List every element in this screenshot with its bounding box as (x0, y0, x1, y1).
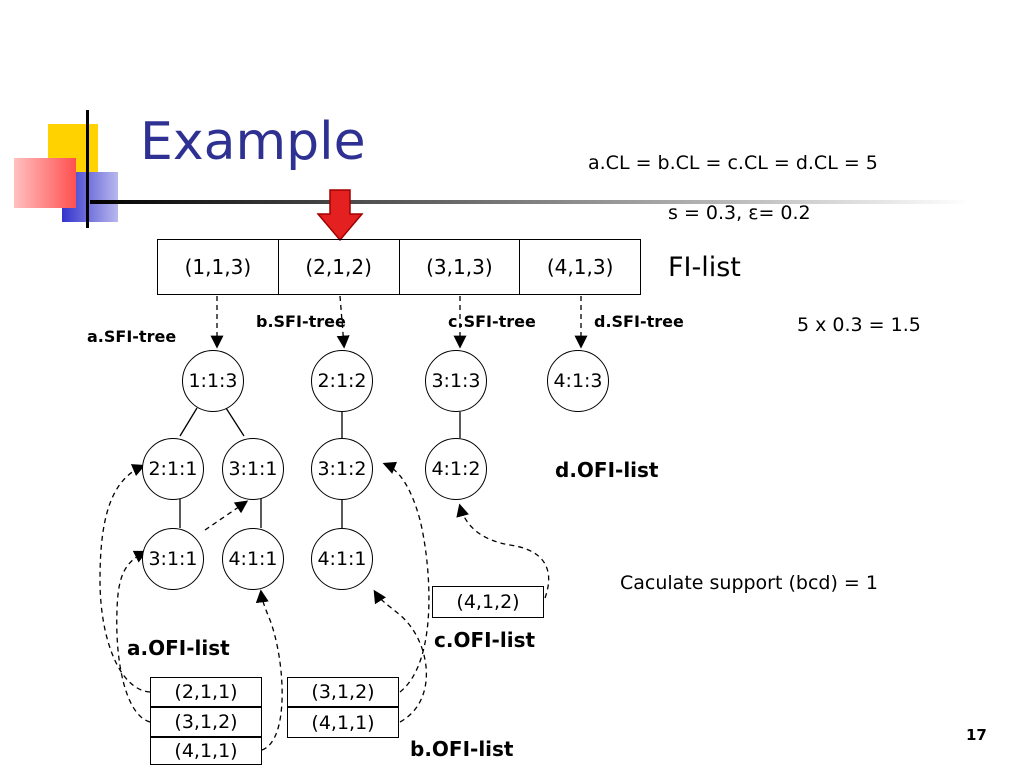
page-number: 17 (966, 726, 987, 744)
d-sfi-tree-label: d.SFI-tree (594, 312, 684, 331)
b-sfi-tree-label: b.SFI-tree (256, 312, 346, 331)
vertical-rule (86, 110, 89, 228)
tree-node-a-l3-1: 3:1:1 (142, 528, 204, 590)
c-ofi-list-label: c.OFI-list (434, 628, 536, 652)
red-arrow-icon (316, 189, 364, 242)
b-ofi-list-label: b.OFI-list (410, 737, 514, 761)
b-ofi-list-item: (4,1,1) (287, 707, 399, 738)
tree-node-b-root: 2:1:2 (311, 350, 373, 412)
tree-node-d-root: 4:1:3 (547, 350, 609, 412)
tree-node-c-l2: 4:1:2 (425, 438, 487, 500)
c-sfi-tree-label: c.SFI-tree (448, 312, 536, 331)
tree-node-b-l2: 3:1:2 (311, 438, 373, 500)
fi-list-cell: (3,1,3) (400, 240, 521, 294)
a-ofi-list-item: (2,1,1) (150, 677, 262, 707)
page-title: Example (140, 112, 366, 172)
tree-node-c-root: 3:1:3 (425, 350, 487, 412)
calc-formula: 5 x 0.3 = 1.5 (797, 314, 921, 336)
c-ofi-list-item: (4,1,2) (432, 586, 544, 618)
fi-list-cell: (4,1,3) (546, 255, 614, 279)
cl-formula: a.CL = b.CL = c.CL = d.CL = 5 (588, 152, 878, 174)
a-sfi-tree-label: a.SFI-tree (87, 327, 177, 346)
d-ofi-list-label: d.OFI-list (555, 458, 659, 482)
tree-node-a-root: 1:1:3 (182, 350, 244, 412)
logo-decoration (14, 110, 144, 230)
params-formula: s = 0.3, ε= 0.2 (668, 202, 811, 224)
fi-list-cell: (1,1,3) (158, 240, 279, 294)
tree-node-a-l2-1: 2:1:1 (142, 438, 204, 500)
fi-list-label: FI-list (668, 252, 741, 283)
tree-node-a-l2-2: 3:1:1 (222, 438, 284, 500)
fi-list-table: (1,1,3) (2,1,2) (3,1,3) (4,1,3) (157, 239, 641, 295)
support-formula: Caculate support (bcd) = 1 (620, 572, 878, 594)
a-ofi-list-label: a.OFI-list (127, 636, 230, 660)
title-underline (90, 200, 970, 204)
tree-node-a-l3-2: 4:1:1 (222, 528, 284, 590)
a-ofi-list-item: (3,1,2) (150, 707, 262, 737)
a-ofi-list-item: (4,1,1) (150, 737, 262, 765)
fi-list-cell: (2,1,2) (279, 240, 400, 294)
b-ofi-list-item: (3,1,2) (287, 677, 399, 707)
red-square (14, 158, 76, 208)
tree-node-b-l3: 4:1:1 (311, 528, 373, 590)
